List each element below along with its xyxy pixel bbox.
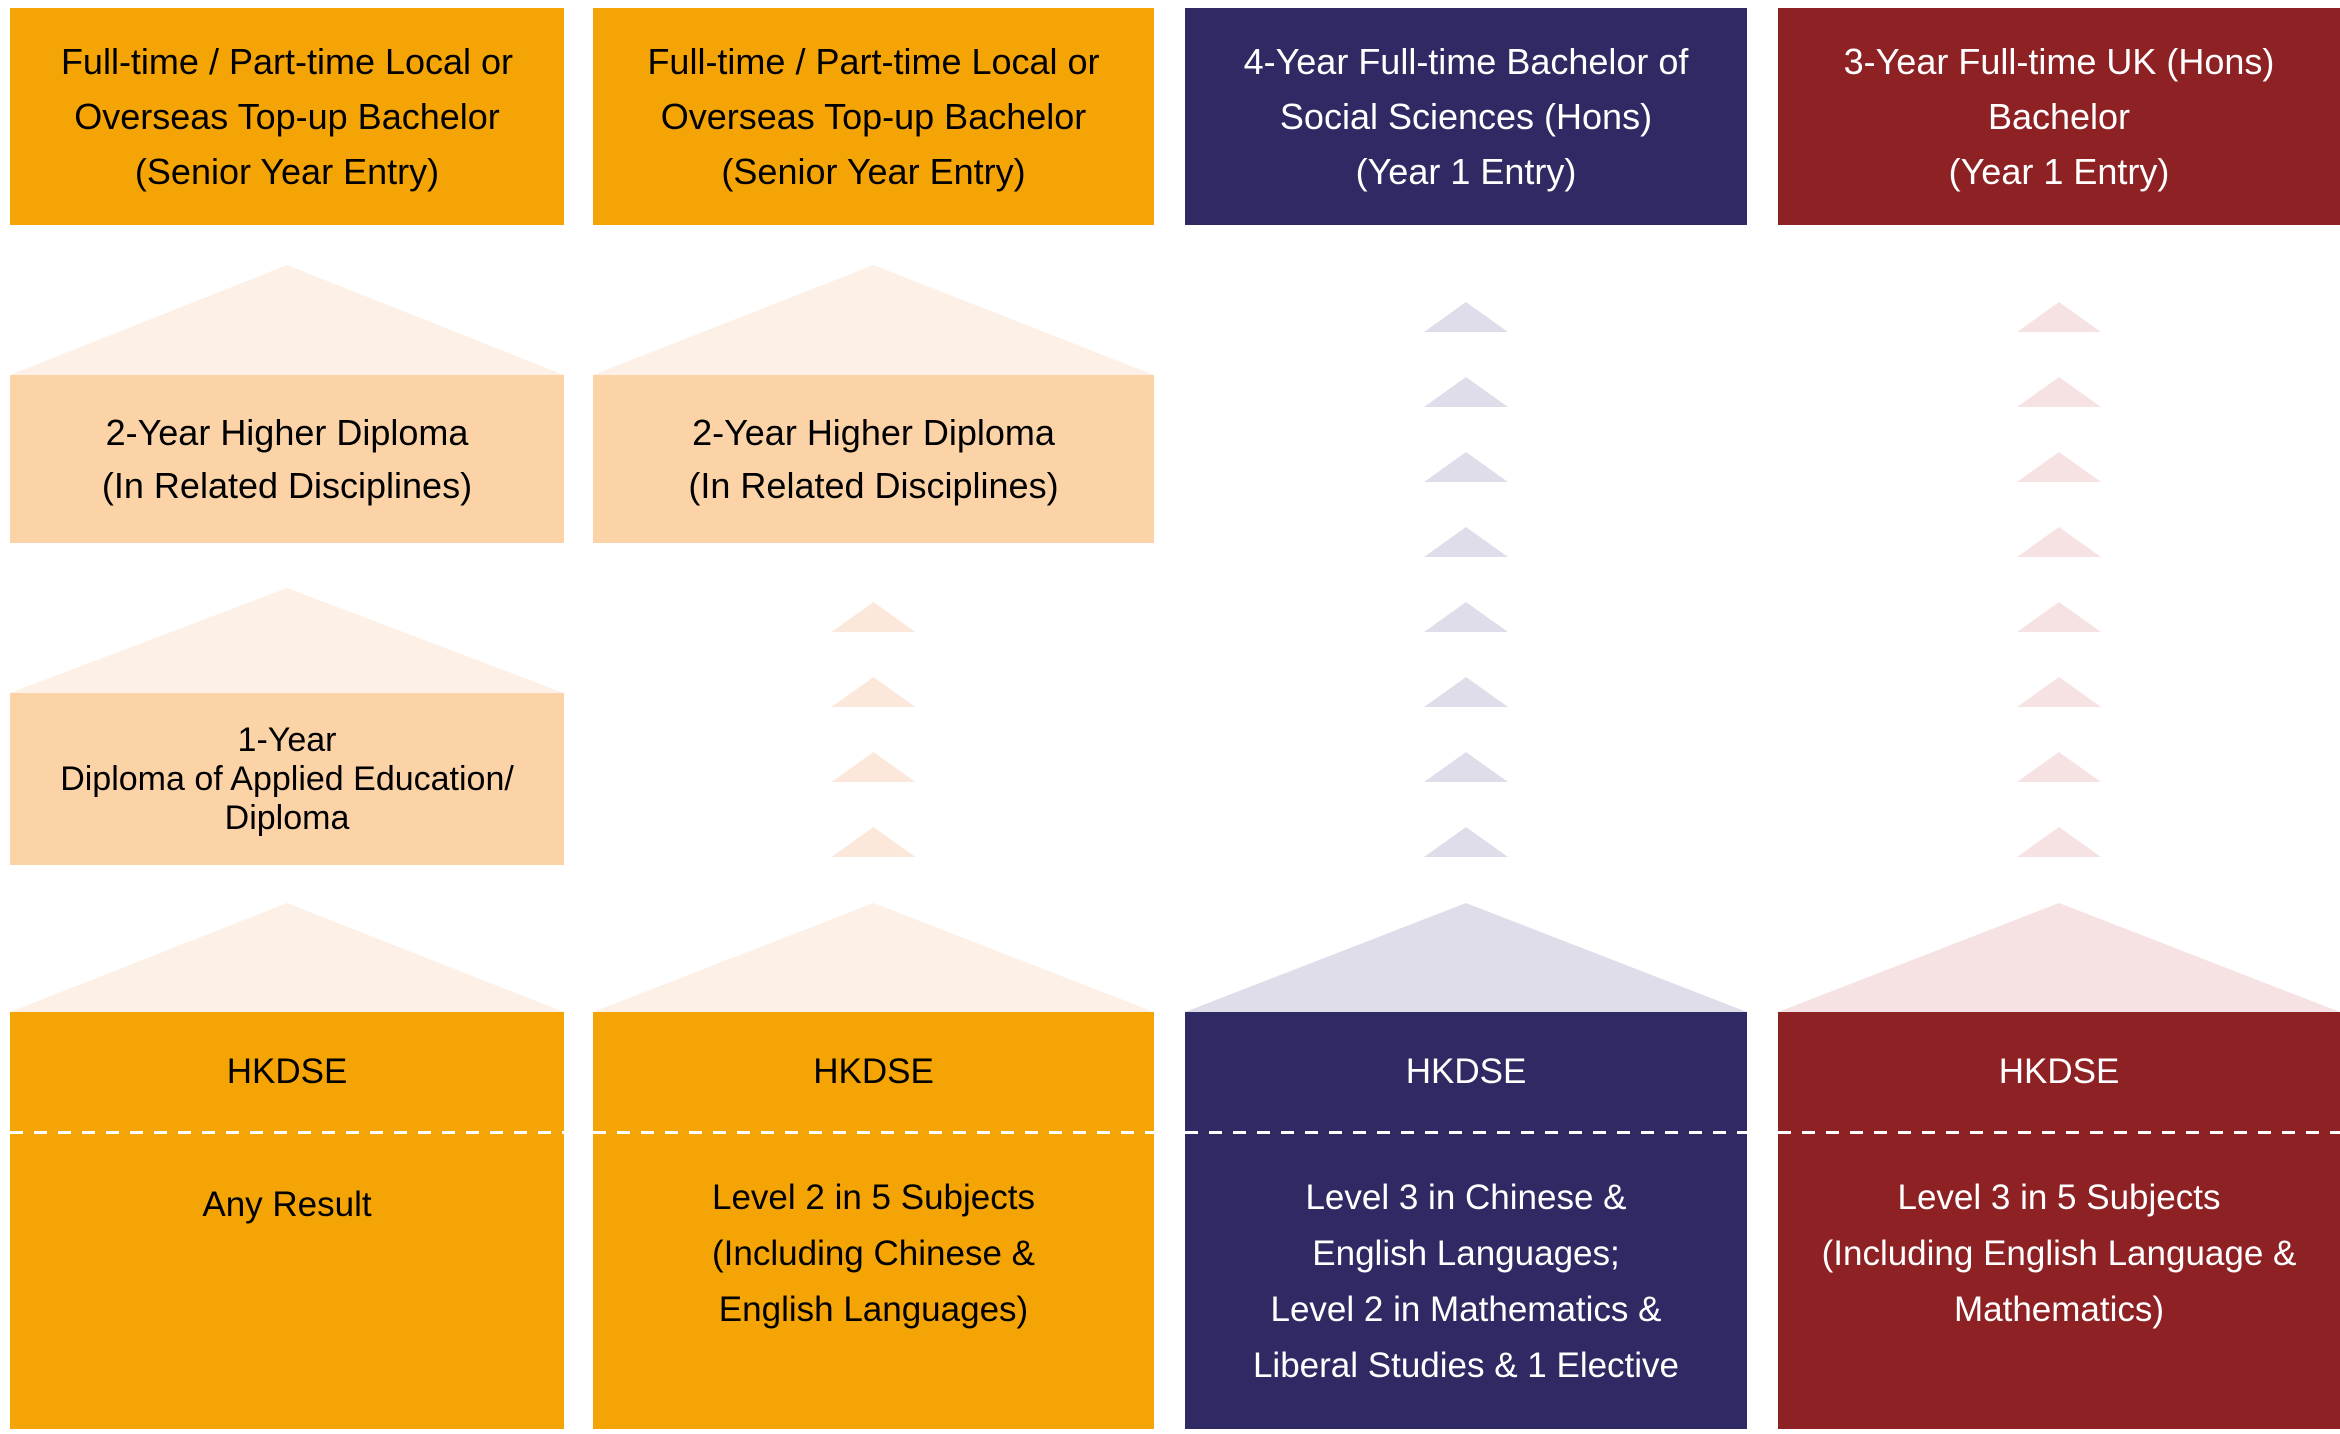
pathway-column-topup-via-diploma: Full-time / Part-time Local or Overseas …	[10, 0, 564, 1434]
requirement-line: (Including Chinese &	[712, 1234, 1035, 1273]
up-arrow-small-icon	[831, 677, 916, 707]
up-arrow-small-icon	[831, 602, 916, 632]
program-header-box: 3-Year Full-time UK (Hons) Bachelor (Yea…	[1778, 8, 2340, 225]
requirement-line: English Languages;	[1312, 1234, 1620, 1273]
requirement-line: Any Result	[202, 1185, 372, 1224]
up-arrow-small-icon	[1424, 827, 1508, 857]
up-arrow-small-icon	[1424, 527, 1508, 557]
program-header-line: Bachelor	[1987, 96, 2131, 137]
requirement-line: Level 2 in 5 Subjects	[712, 1178, 1035, 1217]
program-header-line: 3-Year Full-time UK (Hons)	[1843, 41, 2275, 82]
up-arrow-small-icon	[1424, 677, 1508, 707]
higher-diploma-box: 2-Year Higher Diploma (In Related Discip…	[593, 375, 1154, 543]
up-arrow-small-icon	[831, 827, 916, 857]
up-arrow-small-icon	[2017, 302, 2101, 332]
dashed-divider	[593, 1131, 1154, 1134]
up-arrow-small-icon	[2017, 377, 2101, 407]
pathway-column-uk-bachelor-year1: 3-Year Full-time UK (Hons) Bachelor (Yea…	[1778, 0, 2340, 1434]
up-arrow-large-icon	[593, 265, 1154, 375]
diploma-line: 1-Year	[237, 720, 337, 759]
program-header-box: Full-time / Part-time Local or Overseas …	[593, 8, 1154, 225]
requirement-line: Level 2 in Mathematics &	[1270, 1290, 1662, 1329]
higher-diploma-line: 2-Year Higher Diploma	[692, 412, 1055, 453]
up-arrow-small-icon	[1424, 752, 1508, 782]
up-arrow-large-icon	[1185, 903, 1747, 1012]
diploma-line: Diploma of Applied Education/	[60, 759, 514, 798]
program-header-box: 4-Year Full-time Bachelor of Social Scie…	[1185, 8, 1747, 225]
up-arrow-small-icon	[1424, 377, 1508, 407]
up-arrow-large-icon	[593, 903, 1154, 1012]
higher-diploma-line: (In Related Disciplines)	[688, 465, 1059, 506]
hkdse-title: HKDSE	[1405, 1051, 1527, 1091]
up-arrow-large-icon	[10, 588, 564, 693]
program-header-box: Full-time / Part-time Local or Overseas …	[10, 8, 564, 225]
requirement-line: Liberal Studies & 1 Elective	[1252, 1346, 1680, 1385]
requirement-line: (Including English Language &	[1821, 1234, 2297, 1273]
hkdse-requirement: Level 2 in 5 Subjects (Including Chinese…	[593, 1134, 1154, 1338]
dashed-divider	[1185, 1131, 1747, 1134]
program-header-line: (Year 1 Entry)	[1948, 151, 2170, 192]
up-arrow-small-icon	[1424, 452, 1508, 482]
up-arrow-small-icon	[1424, 302, 1508, 332]
pathway-column-topup-via-higher-diploma: Full-time / Part-time Local or Overseas …	[593, 0, 1154, 1434]
pathway-column-bsocsc-year1: 4-Year Full-time Bachelor of Social Scie…	[1185, 0, 1747, 1434]
hkdse-title: HKDSE	[813, 1051, 934, 1091]
up-arrow-small-icon	[2017, 527, 2101, 557]
diploma-line: Diploma	[224, 798, 350, 837]
up-arrow-large-icon	[1778, 903, 2340, 1012]
program-header-line: Overseas Top-up Bachelor	[660, 96, 1087, 137]
up-arrow-small-icon	[2017, 827, 2101, 857]
hkdse-title: HKDSE	[226, 1051, 348, 1091]
higher-diploma-line: 2-Year Higher Diploma	[105, 412, 469, 453]
program-header-line: Social Sciences (Hons)	[1279, 96, 1653, 137]
requirement-line: Level 3 in Chinese &	[1305, 1178, 1627, 1217]
dashed-divider	[1778, 1131, 2340, 1134]
hkdse-requirement: Level 3 in 5 Subjects (Including English…	[1778, 1134, 2340, 1338]
hkdse-box: HKDSE Any Result	[10, 1012, 564, 1429]
program-header-line: Full-time / Part-time Local or	[60, 41, 514, 82]
program-header-line: Full-time / Part-time Local or	[647, 41, 1100, 82]
up-arrow-small-icon	[2017, 602, 2101, 632]
requirement-line: English Languages)	[718, 1290, 1029, 1329]
hkdse-title: HKDSE	[1998, 1051, 2120, 1091]
up-arrow-large-icon	[10, 903, 564, 1012]
up-arrow-small-icon	[2017, 752, 2101, 782]
requirement-line: Level 3 in 5 Subjects	[1897, 1178, 2221, 1217]
program-header-line: (Senior Year Entry)	[721, 151, 1026, 192]
up-arrow-small-icon	[1424, 602, 1508, 632]
higher-diploma-box: 2-Year Higher Diploma (In Related Discip…	[10, 375, 564, 543]
requirement-line: Mathematics)	[1953, 1290, 2165, 1329]
diploma-applied-education-box: 1-Year Diploma of Applied Education/ Dip…	[10, 693, 564, 865]
program-header-line: Overseas Top-up Bachelor	[74, 96, 500, 137]
hkdse-requirement: Level 3 in Chinese & English Languages; …	[1185, 1134, 1747, 1394]
hkdse-box: HKDSE Level 2 in 5 Subjects (Including C…	[593, 1012, 1154, 1429]
program-header-line: (Year 1 Entry)	[1355, 151, 1577, 192]
up-arrow-small-icon	[2017, 677, 2101, 707]
dashed-divider	[10, 1131, 564, 1134]
hkdse-box: HKDSE Level 3 in 5 Subjects (Including E…	[1778, 1012, 2340, 1429]
up-arrow-large-icon	[10, 265, 564, 375]
program-header-line: (Senior Year Entry)	[134, 151, 440, 192]
up-arrow-small-icon	[831, 752, 916, 782]
hkdse-requirement: Any Result	[10, 1134, 564, 1233]
program-header-line: 4-Year Full-time Bachelor of	[1243, 41, 1689, 82]
up-arrow-small-icon	[2017, 452, 2101, 482]
higher-diploma-line: (In Related Disciplines)	[101, 465, 473, 506]
hkdse-box: HKDSE Level 3 in Chinese & English Langu…	[1185, 1012, 1747, 1429]
